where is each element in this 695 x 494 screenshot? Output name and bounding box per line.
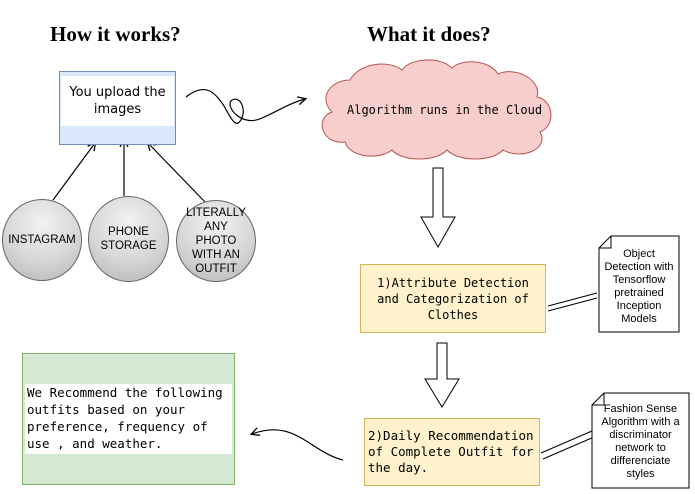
step1-label: 1)Attribute Detection and Categorization… bbox=[377, 275, 529, 322]
step2-box: 2)Daily Recommendation of Complete Outfi… bbox=[364, 418, 540, 486]
down-arrow-1 bbox=[420, 167, 456, 249]
link-step1-note-a bbox=[547, 292, 598, 307]
cloud-shape bbox=[321, 59, 552, 160]
heading-how-it-works: How it works? bbox=[50, 22, 181, 46]
link-step2-note-a bbox=[540, 430, 593, 454]
note1-fold bbox=[599, 236, 612, 249]
source-phone-storage: PHONE STORAGE bbox=[88, 196, 169, 282]
step1-note-text: Object Detection with Tensorflow pretrai… bbox=[604, 248, 674, 325]
source-any-photo: LITERALLY ANY PHOTO WITH AN OUTFIT bbox=[176, 200, 256, 282]
step2-note: Fashion Sense Algorithm with a discrimin… bbox=[594, 400, 687, 484]
recommendation-box: We Recommend the following outfits based… bbox=[22, 353, 235, 485]
cloud-label: Algorithm runs in the Cloud bbox=[347, 103, 543, 117]
note2-shape bbox=[591, 392, 690, 489]
step2-label: 2)Daily Recommendation of Complete Outfi… bbox=[368, 428, 534, 475]
step1-note: Object Detection with Tensorflow pretrai… bbox=[601, 246, 677, 328]
arrow-step2-to-recommendation bbox=[252, 430, 344, 461]
source-any-photo-label: LITERALLY ANY PHOTO WITH AN OUTFIT bbox=[186, 207, 246, 275]
upload-label: You upload the images bbox=[61, 76, 174, 126]
link-step2-note-b bbox=[542, 436, 595, 460]
down-arrow-2 bbox=[424, 342, 460, 408]
source-phone-storage-label: PHONE STORAGE bbox=[100, 226, 157, 252]
source-instagram-label: INSTAGRAM bbox=[8, 234, 76, 246]
source-instagram: INSTAGRAM bbox=[2, 199, 82, 281]
upload-box: You upload the images bbox=[59, 71, 176, 145]
step2-note-text: Fashion Sense Algorithm with a discrimin… bbox=[601, 403, 680, 480]
arrow-photo-to-upload bbox=[148, 143, 206, 203]
recommendation-text: We Recommend the following outfits based… bbox=[25, 384, 232, 454]
step1-box: 1)Attribute Detection and Categorization… bbox=[360, 264, 546, 333]
arrow-instagram-to-upload bbox=[52, 143, 95, 201]
note1-shape bbox=[598, 235, 680, 333]
arrow-upload-to-cloud bbox=[185, 88, 305, 124]
note2-fold bbox=[592, 393, 605, 406]
heading-what-it-does: What it does? bbox=[367, 22, 491, 46]
link-step1-note-b bbox=[547, 297, 598, 312]
